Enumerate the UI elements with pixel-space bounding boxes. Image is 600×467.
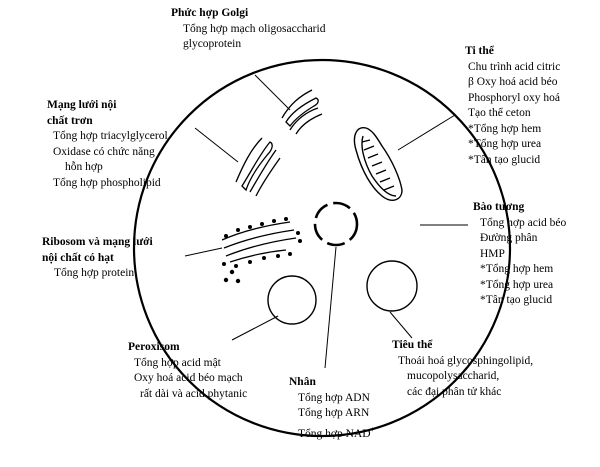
golgi-title: Phức hợp Golgi <box>171 7 249 19</box>
ser-leader <box>194 127 239 163</box>
golgi-leader <box>254 74 291 111</box>
rer-line-1: Tổng hợp protein <box>54 267 135 279</box>
nucleus-organelle <box>313 201 359 247</box>
nucleus-superscript: + <box>370 424 376 434</box>
cytosol-line-6: *Tân tạo glucid <box>480 294 553 306</box>
golgi-label: Phức hợp Golgi Tổng hợp mạch oligosaccha… <box>171 6 325 53</box>
ser-label: Mạng lưới nội chất trơn Tổng hợp triacyl… <box>47 98 168 191</box>
golgi-line-2: glycoprotein <box>183 38 242 50</box>
golgi-organelle <box>281 89 323 135</box>
nucleus-leader <box>324 246 337 369</box>
mito-line-1: Chu trình acid citric <box>468 60 561 73</box>
lyso-label: Tiêu thể Thoái hoá glycosphingolipid, mu… <box>392 338 533 400</box>
mito-title: Ti thể <box>465 45 494 57</box>
mito-leader <box>397 114 456 151</box>
lyso-leader <box>389 311 413 339</box>
nucleus-line-2: Tổng hợp ARN <box>298 407 370 419</box>
mito-line-5: *Tổng hợp hem <box>468 122 542 135</box>
cytosol-line-1: Tổng hợp acid béo <box>480 216 567 229</box>
ser-line-3: hỗn hợp <box>65 161 103 173</box>
peroxisome-organelle <box>267 275 317 325</box>
rer-title-1: Ribosom và mạng lưới <box>42 236 153 248</box>
cytosol-title: Bào tương <box>473 201 525 213</box>
perox-line-1: Tổng hợp acid mật <box>134 356 221 369</box>
ser-line-1: Tổng hợp triacylglycerol <box>53 130 168 142</box>
mito-line-6: *Tổng hợp urea <box>468 138 542 150</box>
mito-line-7: *Tân tạo glucid <box>468 153 541 166</box>
ser-line-2: Oxidase có chức năng <box>53 145 155 158</box>
lyso-line-2: mucopolysaccharid, <box>407 370 500 382</box>
nucleus-title: Nhân <box>289 376 316 388</box>
cytosol-line-2: Đường phân <box>480 232 538 244</box>
ser-title-1: Mạng lưới nội <box>47 99 117 111</box>
lyso-title: Tiêu thể <box>392 339 433 351</box>
ser-line-4: Tổng hợp phospholipid <box>53 176 161 189</box>
mito-line-3: Phosphoryl oxy hoá <box>468 91 560 104</box>
cytosol-line-5: *Tổng hợp urea <box>480 278 554 291</box>
cytosol-line-4: *Tổng hợp hem <box>480 263 554 275</box>
perox-line-3: rất dài và acid phytanic <box>140 387 248 400</box>
nucleus-label: Nhân Tổng hợp ADN Tổng hợp ARN Tổng hợp … <box>289 375 375 442</box>
perox-leader <box>231 315 279 341</box>
lysosome-organelle <box>366 260 418 312</box>
perox-title: Peroxisom <box>128 341 180 353</box>
mito-label: Ti thể Chu trình acid citric β Oxy hoá a… <box>465 44 560 168</box>
mito-line-2: β Oxy hoá acid béo <box>468 76 558 88</box>
nucleus-line-3-wrap: Tổng hợp NAD+ <box>289 422 375 442</box>
rer-title-2: nội chất có hạt <box>42 251 114 264</box>
cell-membrane <box>132 58 512 438</box>
perox-label: Peroxisom Tổng hợp acid mật Oxy hoá acid… <box>128 340 247 402</box>
mitochondrion-organelle <box>353 127 403 201</box>
ser-title-2: chất trơn <box>47 114 93 127</box>
lyso-line-1: Thoái hoá glycosphingolipid, <box>398 354 534 367</box>
mito-line-4: Tạo thể ceton <box>468 107 531 119</box>
nucleus-line-1: Tổng hợp ADN <box>298 391 370 404</box>
rough-er-organelle <box>221 217 302 284</box>
golgi-line-1: Tổng hợp mạch oligosaccharid <box>183 22 326 35</box>
perox-line-2: Oxy hoá acid béo mạch <box>134 372 243 384</box>
rer-label: Ribosom và mạng lưới nội chất có hạt Tổn… <box>42 235 153 282</box>
rer-leader <box>184 247 223 257</box>
cytosol-line-3: HMP <box>480 247 505 260</box>
nucleus-line-3: Tổng hợp NAD <box>298 427 371 440</box>
lyso-line-3: các đại phân tử khác <box>407 385 502 398</box>
smooth-er-organelle <box>235 137 281 197</box>
cytosol-label: Bào tương Tổng hợp acid béo Đường phân H… <box>473 200 566 309</box>
